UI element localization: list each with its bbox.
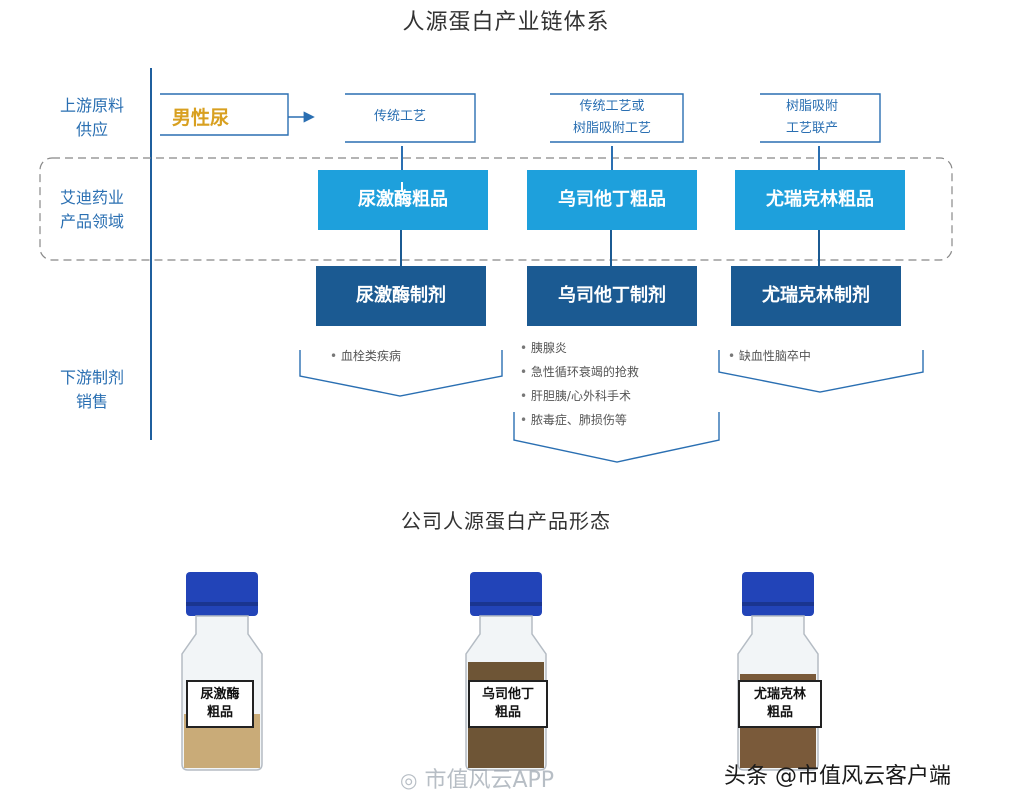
jar-2-graphic <box>465 572 547 771</box>
indication-list-3: 缺血性脑卒中 <box>728 344 811 368</box>
preparation-2: 乌司他丁制剂 <box>527 266 697 326</box>
row-label-company: 艾迪药业 产品领域 <box>59 188 124 231</box>
indication-bracket-1 <box>299 350 503 397</box>
row-label-upstream: 上游原料 供应 <box>59 96 124 139</box>
crude-product-3: 尤瑞克林粗品 <box>735 170 905 230</box>
jar-3-graphic <box>737 572 819 771</box>
list-item: 急性循环衰竭的抢救 <box>520 360 639 384</box>
raw-material-bracket <box>160 93 289 136</box>
row-label-downstream: 下游制剂 销售 <box>59 368 124 411</box>
raw-material-label: 男性尿 <box>172 107 230 129</box>
company-region-dashed <box>39 157 953 261</box>
jar-2-label: 乌司他丁 粗品 <box>468 680 548 728</box>
process-bracket-2 <box>550 93 684 143</box>
indication-bracket-2 <box>513 412 720 463</box>
crude-product-1: 尿激酶粗品 <box>318 170 488 230</box>
list-item: 胰腺炎 <box>520 336 639 360</box>
app-watermark: ◎ 市值风云APP <box>400 768 555 793</box>
indication-list-1: 血栓类疾病 <box>330 344 401 368</box>
jar-1-graphic <box>181 572 263 771</box>
process-bracket-3 <box>760 93 881 143</box>
process-bracket-1 <box>345 93 476 143</box>
source-watermark: 头条 @市值风云客户端 <box>724 764 951 789</box>
preparation-1: 尿激酶制剂 <box>316 266 486 326</box>
indication-bracket-3 <box>718 350 924 393</box>
indication-list-2: 胰腺炎 急性循环衰竭的抢救 肝胆胰/心外科手术 脓毒症、肺损伤等 <box>520 336 639 432</box>
jar-3: 尤瑞克林 粗品 <box>732 572 824 772</box>
products-title: 公司人源蛋白产品形态 <box>401 509 611 533</box>
process-3: 树脂吸附 工艺联产 <box>785 99 838 136</box>
diagram-title: 人源蛋白产业链体系 <box>402 10 610 35</box>
jar-3-label: 尤瑞克林 粗品 <box>738 680 822 728</box>
weibo-icon: ◎ <box>400 768 418 792</box>
jar-1: 尿激酶 粗品 <box>176 572 268 772</box>
list-item: 血栓类疾病 <box>330 344 401 368</box>
process-1: 传统工艺 <box>373 109 426 124</box>
jar-2: 乌司他丁 粗品 <box>460 572 552 772</box>
process-2: 传统工艺或 树脂吸附工艺 <box>572 99 651 136</box>
jar-1-label: 尿激酶 粗品 <box>186 680 254 728</box>
preparation-3: 尤瑞克林制剂 <box>731 266 901 326</box>
crude-product-2: 乌司他丁粗品 <box>527 170 697 230</box>
list-item: 脓毒症、肺损伤等 <box>520 408 639 432</box>
list-item: 肝胆胰/心外科手术 <box>520 384 639 408</box>
list-item: 缺血性脑卒中 <box>728 344 811 368</box>
